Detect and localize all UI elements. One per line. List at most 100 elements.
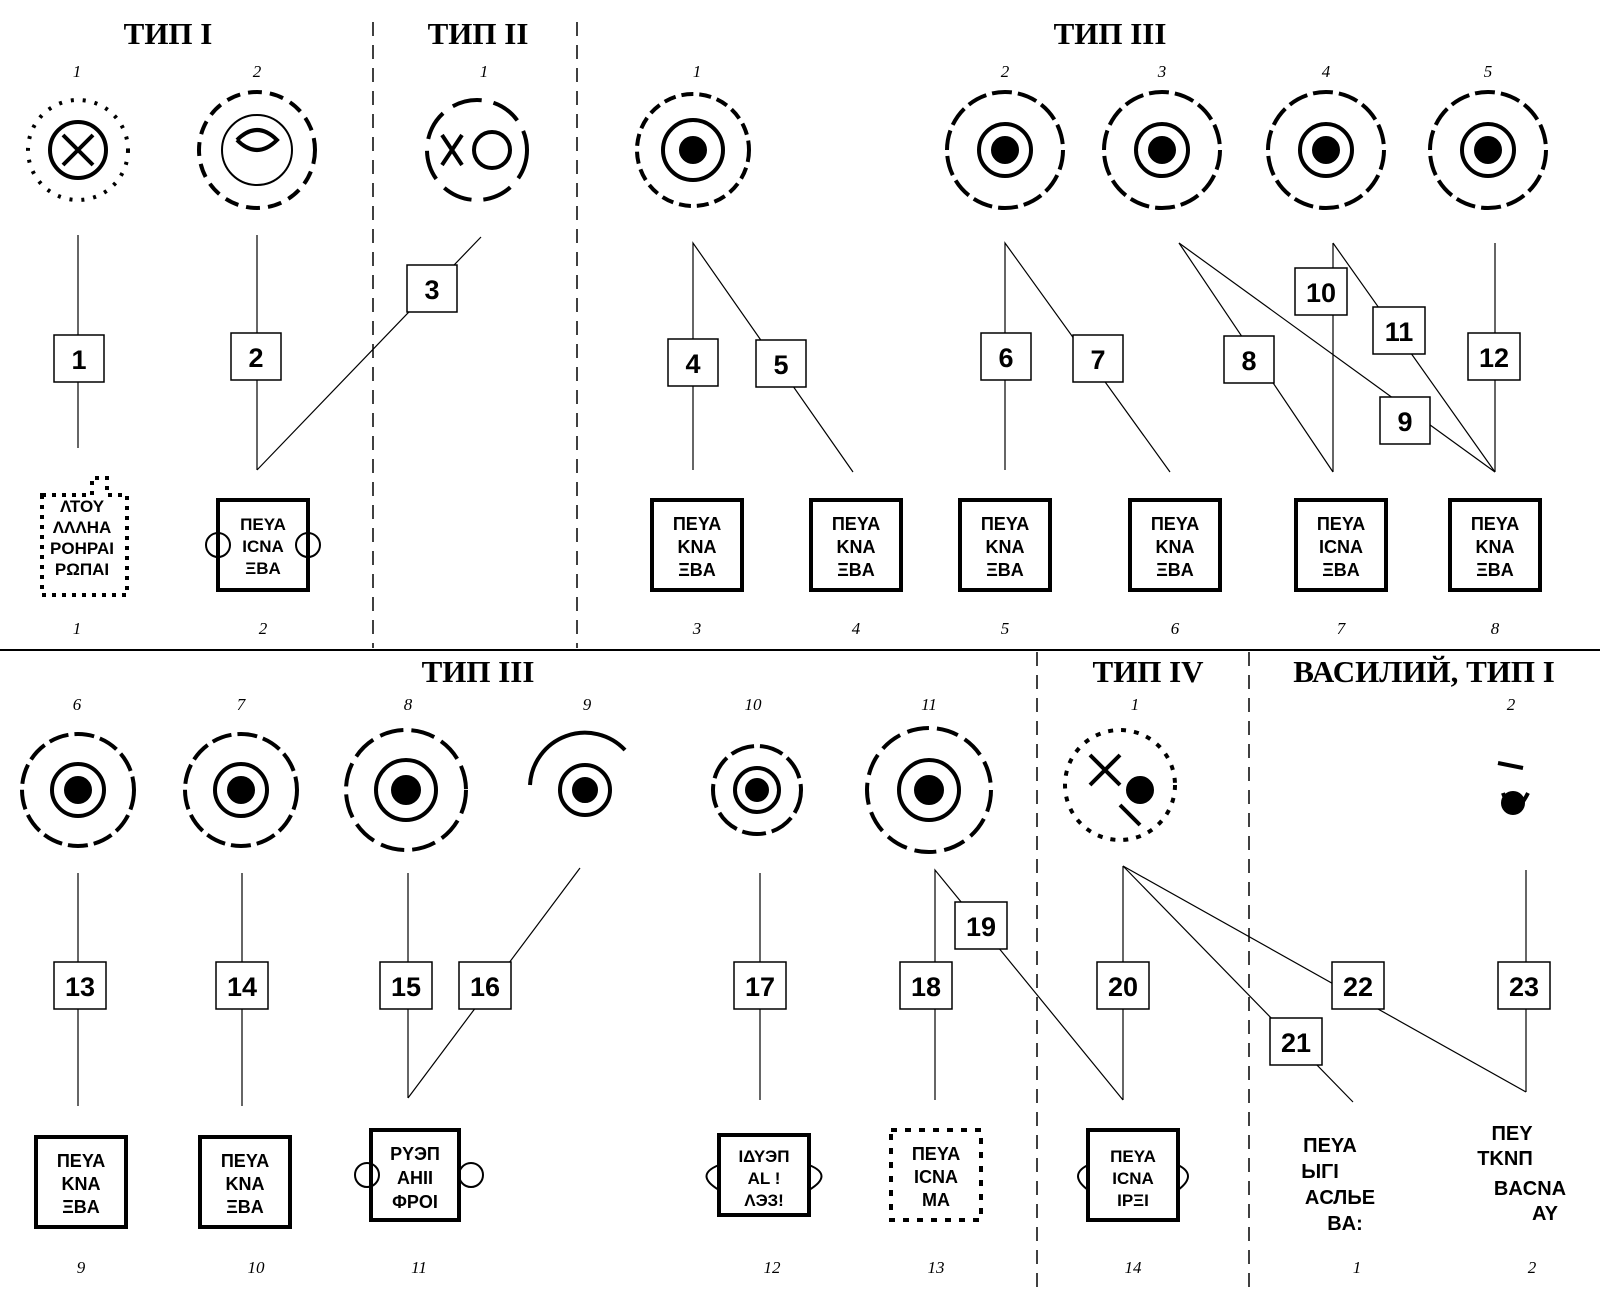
link-label-11: 11: [1372, 306, 1426, 355]
reverse-type3-2: [205, 498, 321, 592]
reverse-type3-7: [1294, 498, 1388, 592]
obverse-vasily-2: [1497, 761, 1530, 815]
svg-text:17: 17: [745, 972, 775, 1002]
svg-text:7: 7: [1090, 345, 1105, 375]
svg-text:4: 4: [1322, 62, 1331, 81]
svg-text:9: 9: [77, 1258, 86, 1277]
svg-text:ΠΕΥΑ: ΠΕΥΑ: [981, 514, 1029, 534]
legend-type3-r10: ΠΕΥΑ ΚΝΑ ΞΒΑ: [221, 1151, 269, 1217]
svg-text:ΠΕΥΑ: ΠΕΥΑ: [1151, 514, 1199, 534]
link-label-3: 3: [406, 264, 458, 313]
svg-text:6: 6: [73, 695, 82, 714]
svg-text:ΜΑ: ΜΑ: [922, 1190, 950, 1210]
svg-text:9: 9: [1397, 407, 1412, 437]
svg-text:ΞΒΑ: ΞΒΑ: [678, 560, 716, 580]
svg-text:ΛЭЗ!: ΛЭЗ!: [744, 1191, 784, 1210]
svg-text:ΙΔΥЭΠ: ΙΔΥЭΠ: [738, 1147, 789, 1166]
svg-text:ΠΕΥΑ: ΠΕΥΑ: [240, 515, 286, 534]
legend-type3-r11: ΡΥЭΠ ΑΗΙΙ ΦΡΟΙ: [390, 1144, 440, 1212]
reverse-type3-4: [809, 498, 903, 592]
legend-vasily-r1: ΠΕΥΑ ЬΙΓΙ ΑСЛЬΕ ΒΑ:: [1301, 1135, 1375, 1235]
svg-text:18: 18: [911, 972, 941, 1002]
svg-text:ΚΝΑ: ΚΝΑ: [226, 1174, 265, 1194]
svg-text:11: 11: [1385, 317, 1414, 347]
svg-text:ΑL !: ΑL !: [748, 1169, 781, 1188]
svg-text:1: 1: [480, 62, 489, 81]
svg-text:7: 7: [237, 695, 247, 714]
svg-text:3: 3: [1157, 62, 1167, 81]
header-type4: ТИП IV: [1092, 654, 1204, 689]
link-label-18: 18: [899, 961, 953, 1010]
svg-text:ΞΒΑ: ΞΒΑ: [1156, 560, 1194, 580]
link-label-4: 4: [667, 338, 719, 387]
link-label-1: 1: [53, 334, 105, 383]
header-type2: ТИП II: [428, 16, 529, 51]
svg-text:8: 8: [1241, 346, 1256, 376]
svg-text:7: 7: [1337, 619, 1347, 638]
svg-text:ΚΝΑ: ΚΝΑ: [62, 1174, 101, 1194]
svg-text:ΚΝΑ: ΚΝΑ: [1476, 537, 1515, 557]
link-label-6: 6: [980, 332, 1032, 381]
header-vasily-type1: ВАСИЛИЙ, ТИП I: [1293, 654, 1555, 689]
obverse-type3-10: [711, 744, 803, 836]
svg-text:ΚΝΑ: ΚΝΑ: [678, 537, 717, 557]
obverse-type3-9: [528, 730, 627, 817]
header-type1: ТИП I: [124, 16, 213, 51]
svg-text:ΞΒΑ: ΞΒΑ: [245, 559, 281, 578]
reverse-type3-12: [705, 1133, 823, 1217]
svg-text:4: 4: [852, 619, 861, 638]
svg-text:6: 6: [998, 343, 1013, 373]
svg-text:ΙCΝΑ: ΙCΝΑ: [1112, 1169, 1154, 1188]
svg-text:19: 19: [966, 912, 996, 942]
legend-type3-r3: ΠΕΥΑ ΚΝΑ ΞΒΑ: [673, 514, 721, 580]
svg-text:15: 15: [391, 972, 421, 1002]
svg-text:12: 12: [764, 1258, 782, 1277]
svg-text:ЬΙΓΙ: ЬΙΓΙ: [1301, 1161, 1339, 1183]
legend-type3-r5: ΠΕΥΑ ΚΝΑ ΞΒΑ: [981, 514, 1029, 580]
obverse-type1-1: [26, 98, 130, 202]
svg-text:13: 13: [65, 972, 95, 1002]
svg-text:2: 2: [248, 343, 263, 373]
svg-text:ΚΝΑ: ΚΝΑ: [1156, 537, 1195, 557]
svg-text:ΑΗΙΙ: ΑΗΙΙ: [397, 1168, 433, 1188]
svg-text:1: 1: [73, 62, 82, 81]
svg-text:ΡΩΠΑΙ: ΡΩΠΑΙ: [55, 560, 109, 579]
link-label-16: 16: [458, 961, 512, 1010]
svg-text:10: 10: [745, 695, 763, 714]
legend-type3-r13: ΠΕΥΑ ΙCΝΑ ΜΑ: [912, 1144, 960, 1210]
svg-text:ΦΡΟΙ: ΦΡΟΙ: [392, 1192, 438, 1212]
obverse-type2-1: [425, 98, 529, 202]
link-label-5: 5: [755, 339, 807, 388]
link-label-17: 17: [733, 961, 787, 1010]
legend-type3-r6: ΠΕΥΑ ΚΝΑ ΞΒΑ: [1151, 514, 1199, 580]
obverse-type1-2: [197, 90, 317, 210]
type-dividers: [372, 22, 1250, 1290]
link-label-8: 8: [1223, 335, 1275, 384]
svg-text:ΡΥЭΠ: ΡΥЭΠ: [390, 1144, 440, 1164]
reverse-seals: [34, 476, 1542, 1229]
svg-text:ΠΕΥΑ: ΠΕΥΑ: [1303, 1135, 1357, 1157]
svg-text:ΞΒΑ: ΞΒΑ: [837, 560, 875, 580]
svg-text:23: 23: [1509, 972, 1539, 1002]
svg-text:2: 2: [1528, 1258, 1537, 1277]
svg-text:ΠΕΥ: ΠΕΥ: [1491, 1123, 1533, 1145]
link-label-2: 2: [230, 332, 282, 381]
svg-text:ΤΚΝΠ: ΤΚΝΠ: [1477, 1148, 1533, 1170]
index-numbers: 1 2 1 1 2 3 4 5 1 2 3 4 5 6 7 8 6 7 8 9 …: [73, 62, 1537, 1277]
svg-text:ΠΕΥΑ: ΠΕΥΑ: [912, 1144, 960, 1164]
reverse-type3-11: [354, 1128, 484, 1222]
obverse-type3-1: [635, 92, 751, 208]
svg-text:16: 16: [470, 972, 500, 1002]
obverse-type3-2: [945, 90, 1065, 210]
obverse-type3-5: [1428, 90, 1548, 210]
svg-text:ΠΕΥΑ: ΠΕΥΑ: [221, 1151, 269, 1171]
link-label-14: 14: [215, 961, 269, 1010]
svg-text:8: 8: [1491, 619, 1500, 638]
link-labels: 1 2 3 4 5 6 7 8 9 10 11 12 13 14 15 16 1…: [53, 264, 1551, 1066]
svg-text:22: 22: [1343, 972, 1373, 1002]
svg-text:ΒΑ:: ΒΑ:: [1327, 1213, 1363, 1235]
obverse-seals: [20, 90, 1548, 854]
reverse-type3-8: [1448, 498, 1542, 592]
svg-text:ΙCΝΑ: ΙCΝΑ: [242, 537, 284, 556]
